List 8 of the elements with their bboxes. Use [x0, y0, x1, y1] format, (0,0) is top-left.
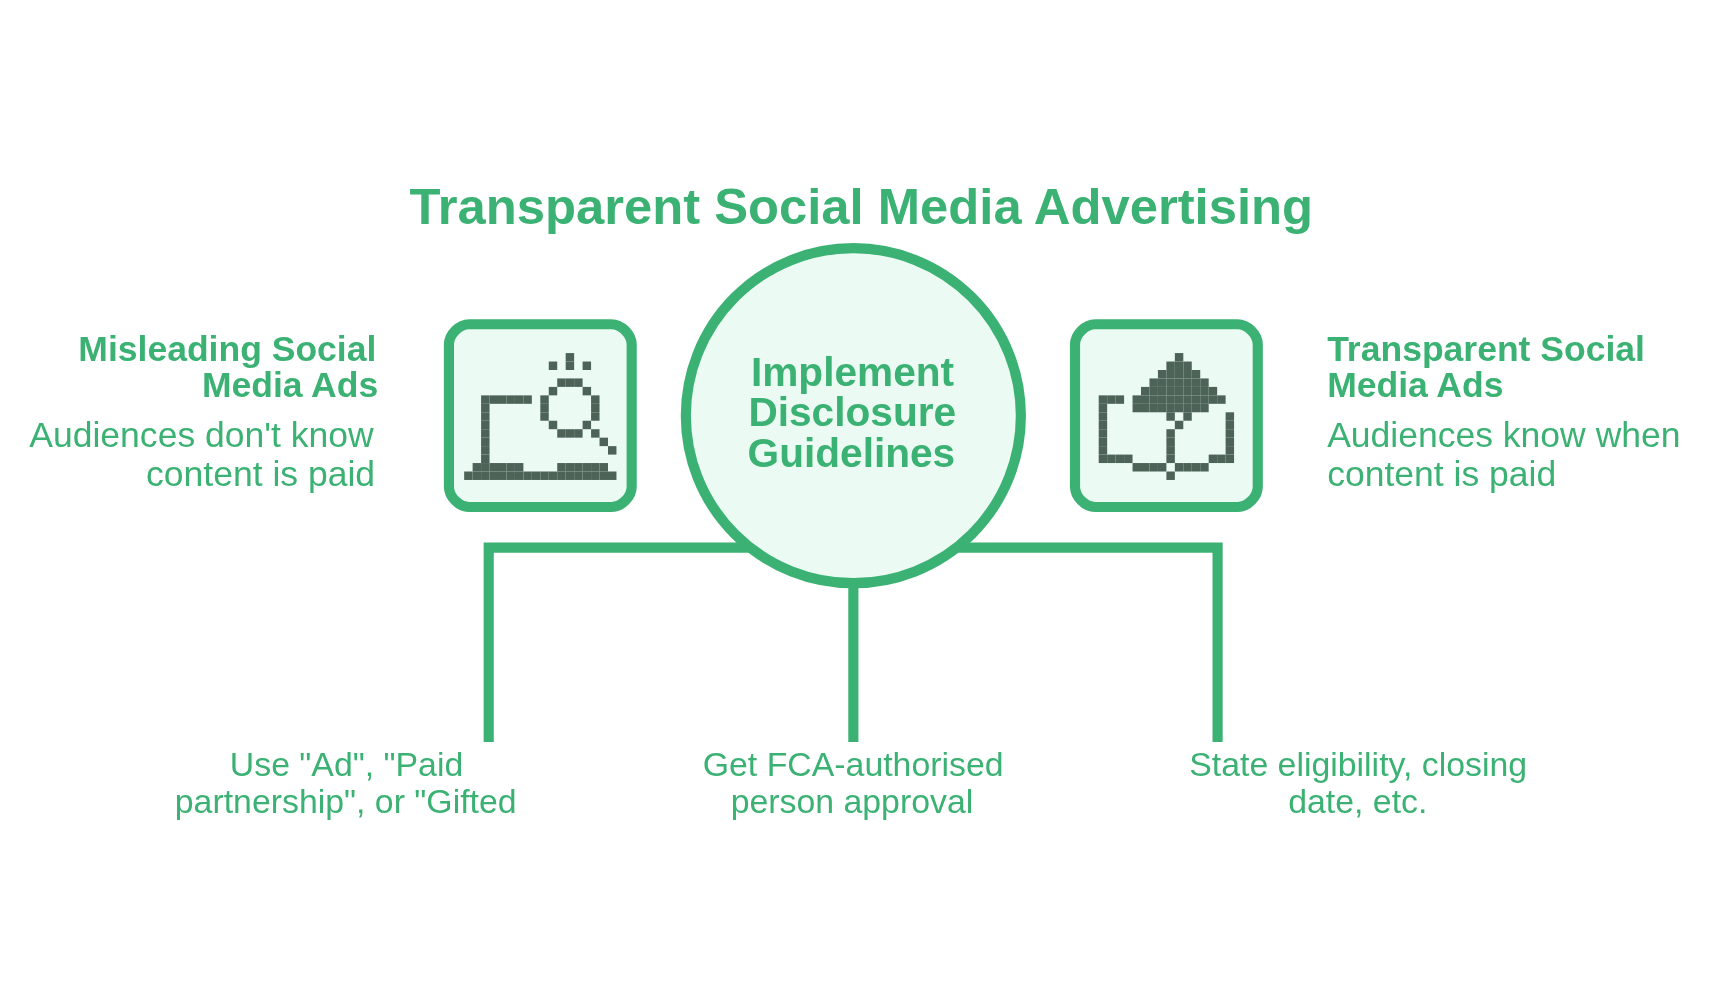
node-label: Audiences don't know content is paid — [29, 414, 376, 494]
diagram-title: Transparent Social Media Advertising — [409, 177, 1314, 235]
node-label: Misleading Social Media Ads — [78, 328, 379, 405]
node-text: State eligibility, closing date, etc. — [1189, 744, 1528, 820]
node-label: Audiences know when content is paid — [1327, 414, 1681, 494]
node-text: Get FCA-authorised person approval — [702, 744, 1004, 820]
node-label: Transparent Social Media Ads — [1327, 328, 1645, 405]
node-text: Use "Ad", "Paid partnership", or "Gifted — [174, 744, 517, 820]
